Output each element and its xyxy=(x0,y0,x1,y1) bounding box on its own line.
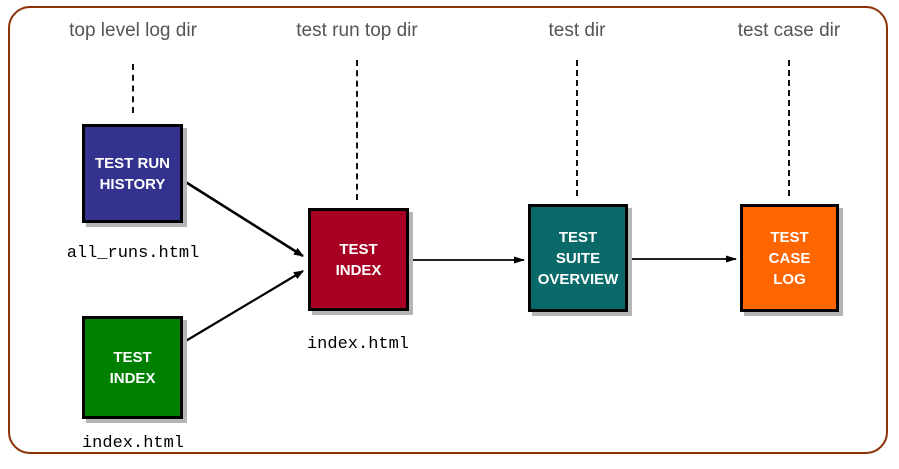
dashed-separator-test-run-top-dir xyxy=(356,60,358,200)
node-label-line: INDEX xyxy=(335,261,382,279)
node-label-line: SUITE xyxy=(555,249,601,267)
dashed-separator-top-level-log-dir xyxy=(132,64,134,113)
column-header-top-level-log-dir: top level log dir xyxy=(69,20,197,41)
node-label-line: TEST xyxy=(770,228,809,246)
node-label-line: TEST xyxy=(113,348,152,366)
column-header-test-case-dir: test case dir xyxy=(737,20,841,41)
file-caption-index-html-green: index.html xyxy=(81,434,185,453)
node-label-line: OVERVIEW xyxy=(537,270,619,288)
column-header-test-dir: test dir xyxy=(548,20,606,41)
arrow-history-to-test-index xyxy=(183,179,304,258)
arrow-green-index-to-test-index xyxy=(183,270,304,343)
node-label-line: TEST xyxy=(339,240,378,258)
node-label-line: HISTORY xyxy=(99,175,166,193)
dashed-separator-test-dir xyxy=(576,60,578,196)
node-label-line: LOG xyxy=(773,270,806,288)
node-label-line: INDEX xyxy=(109,369,156,387)
node-test-index-red[interactable]: TEST INDEX xyxy=(308,208,409,311)
node-test-suite-overview[interactable]: TEST SUITE OVERVIEW xyxy=(528,204,628,312)
node-test-case-log[interactable]: TEST CASE LOG xyxy=(740,204,839,312)
file-caption-index-html-red: index.html xyxy=(306,335,410,354)
node-label-line: TEST xyxy=(558,228,598,246)
dashed-separator-test-case-dir xyxy=(788,60,790,196)
column-header-test-run-top-dir: test run top dir xyxy=(296,20,418,41)
node-test-run-history[interactable]: TEST RUN HISTORY xyxy=(82,124,183,223)
node-label-line: TEST RUN xyxy=(95,154,170,172)
node-test-index-green[interactable]: TEST INDEX xyxy=(82,316,183,419)
file-caption-all-runs-html: all_runs.html xyxy=(66,244,200,263)
node-label-line: CASE xyxy=(768,249,811,267)
